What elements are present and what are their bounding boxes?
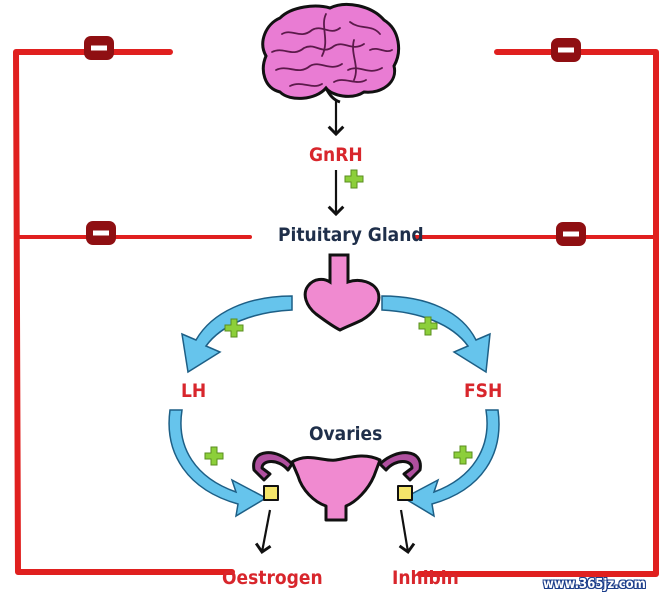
minus-icon: [556, 222, 586, 246]
minus-icon: [84, 36, 114, 60]
black-arrows: [254, 100, 416, 555]
lh-label: LH: [181, 380, 207, 402]
oestrogen-label: Oestrogen: [222, 567, 323, 589]
watermark: www.365jz.com: [543, 577, 646, 592]
right-fallopian-tube: [378, 451, 422, 482]
plus-icon: [344, 169, 364, 189]
minus-badges: [84, 36, 586, 246]
ovaries-icon: [252, 451, 422, 522]
ovary-to-inhibin-arrow: [398, 509, 416, 555]
brain-icon: [261, 3, 401, 104]
lh-to-ovaries-arrow: [168, 409, 268, 518]
uterus: [290, 454, 382, 522]
left-ovary: [263, 485, 279, 501]
plus-signs: [204, 169, 473, 466]
fsh-to-ovaries-arrow: [402, 409, 500, 518]
gnrh-label: GnRH: [309, 144, 363, 166]
pituitary-to-fsh-arrow: [381, 295, 491, 374]
plus-icon: [204, 446, 224, 466]
plus-icon: [418, 316, 438, 336]
inhibin-label: Inhibin: [392, 567, 459, 589]
pituitary-to-lh-arrow: [181, 295, 293, 374]
plus-icon: [224, 318, 244, 338]
minus-icon: [551, 38, 581, 62]
left-fallopian-tube: [252, 451, 294, 482]
fsh-label: FSH: [464, 380, 503, 402]
pituitary-gland-label: Pituitary Gland: [278, 224, 424, 246]
minus-icon: [86, 221, 116, 245]
ovaries-label: Ovaries: [309, 423, 383, 445]
pituitary-icon: [303, 253, 381, 332]
plus-icon: [453, 445, 473, 465]
ovary-to-oestrogen-arrow: [254, 509, 272, 555]
right-ovary: [397, 485, 413, 501]
left-feedback-loop: [13, 49, 235, 575]
blue-arrows: [168, 295, 500, 518]
